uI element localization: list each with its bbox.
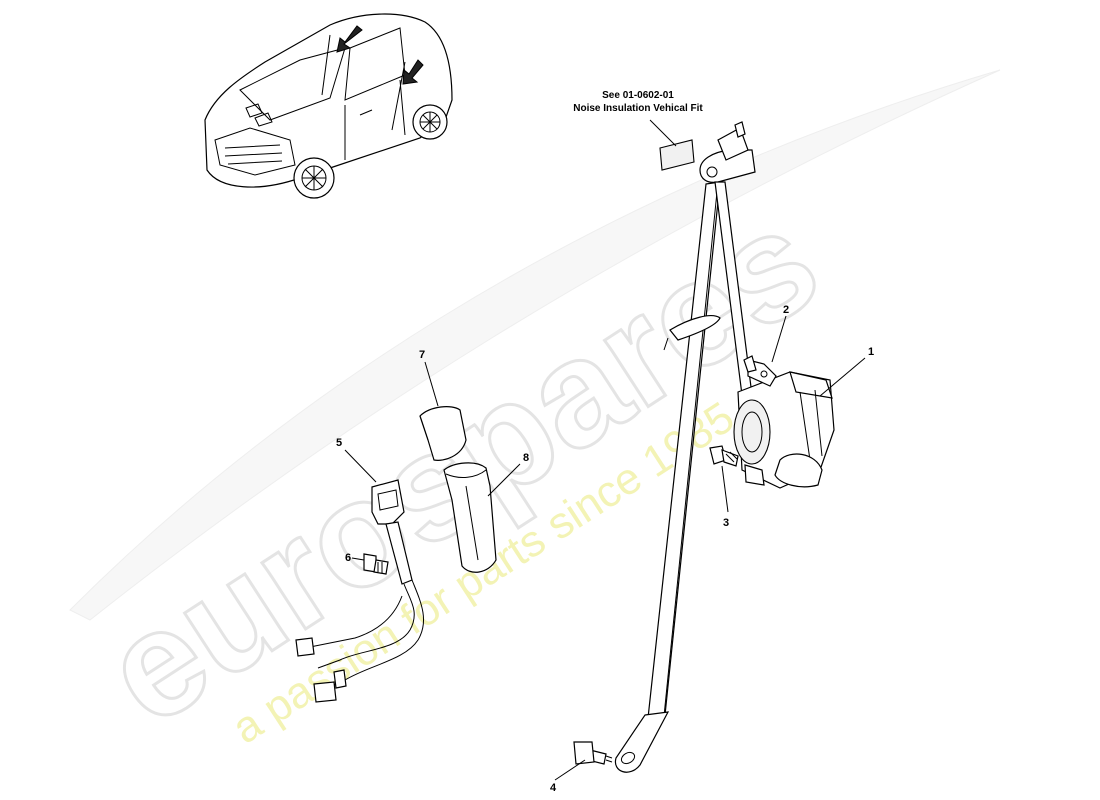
callout-7: 7 [419,349,425,361]
vehicle-locator-illustration [204,13,453,199]
bolt-6 [363,553,389,575]
callout-1: 1 [868,346,874,358]
stalk-boot [443,462,497,573]
buckle-stalk [295,479,425,703]
callout-3: 3 [723,517,729,529]
callout-5: 5 [336,437,342,449]
seat-belt-assembly [573,121,756,773]
leader-lines [344,315,866,781]
noise-insulation-note-line1: See 01-0602-01 [602,90,674,101]
bolt-3 [709,445,739,467]
noise-insulation-pad [649,119,695,171]
callout-6: 6 [345,552,351,564]
buckle-cover [419,406,467,461]
watermark-swoosh [69,69,1001,621]
retractor-reel [733,355,835,489]
noise-insulation-note-line2: Noise Insulation Vehical Fit [573,103,703,114]
callout-8: 8 [523,452,529,464]
callout-2: 2 [783,304,789,316]
callout-4: 4 [550,782,557,794]
